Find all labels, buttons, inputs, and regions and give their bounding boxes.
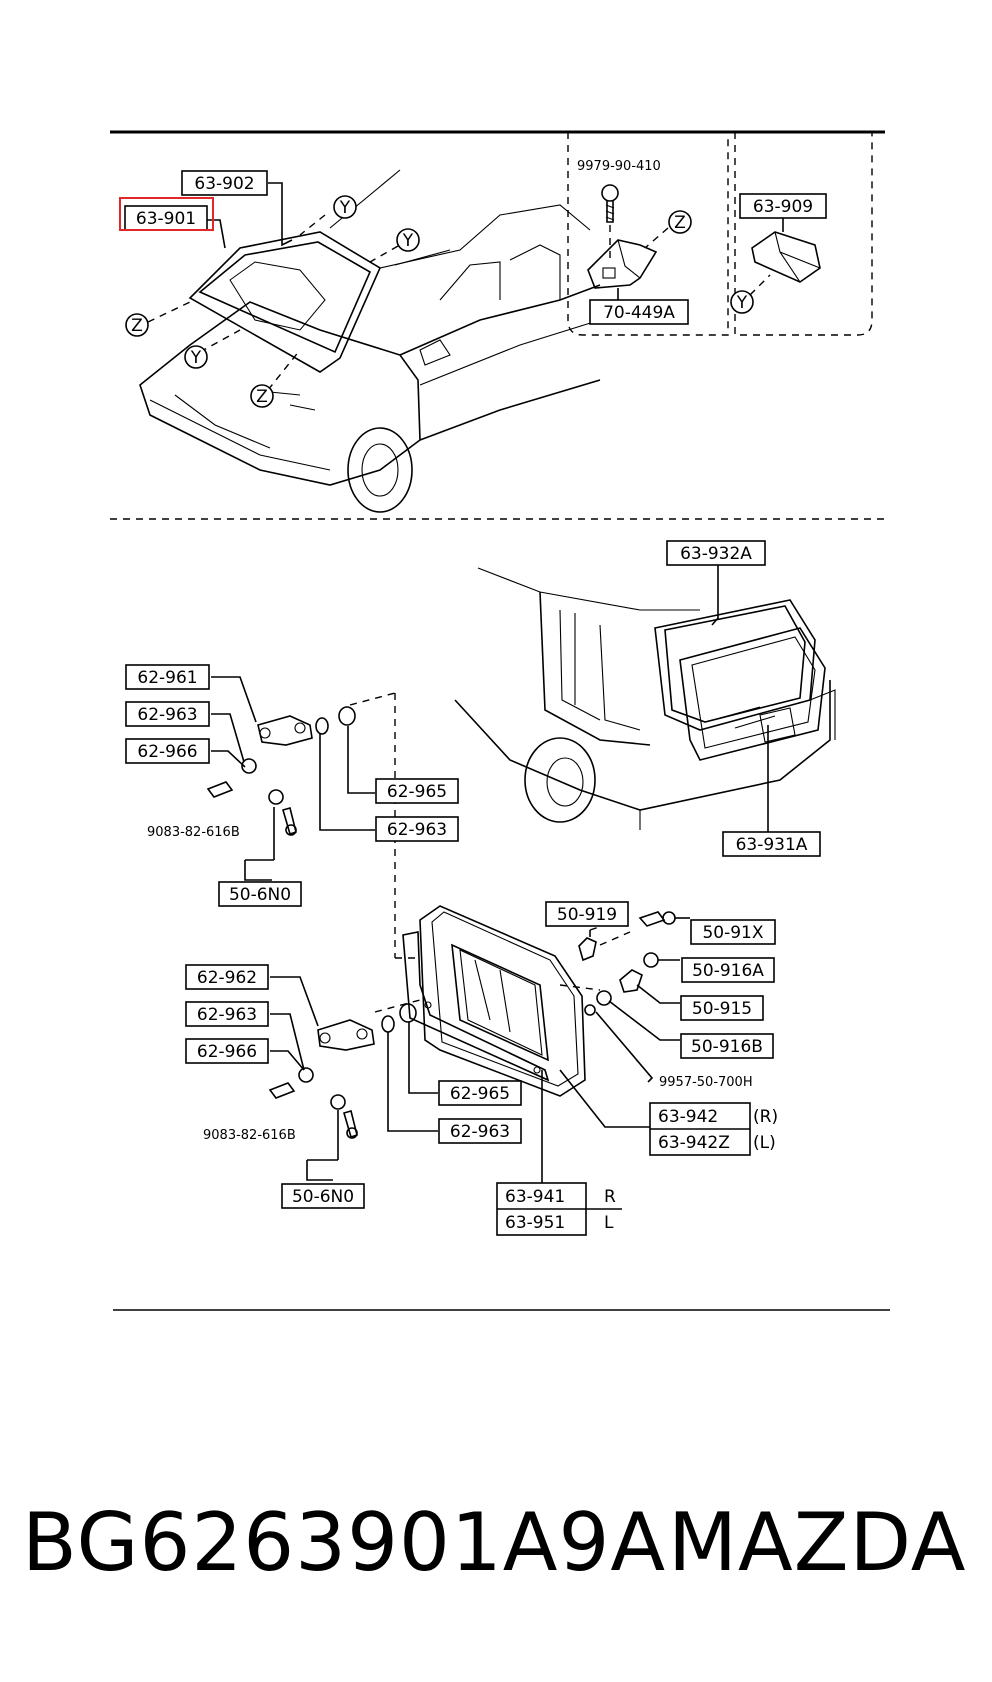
front-leaders <box>147 182 399 391</box>
svg-text:62-965: 62-965 <box>387 782 447 802</box>
label-62-963-d: 62-963 <box>438 1118 522 1144</box>
upper-hinge-leaders <box>211 676 375 881</box>
svg-text:63-931A: 63-931A <box>736 835 808 855</box>
label-62-963-b: 62-963 <box>375 816 459 842</box>
svg-text:(L): (L) <box>753 1133 776 1153</box>
label-9083-a: 9083-82-616B <box>147 825 240 840</box>
svg-text:62-963: 62-963 <box>197 1005 257 1025</box>
quarter-window-illustration <box>349 692 586 1097</box>
front-callout-z2: Z <box>250 384 274 408</box>
svg-text:50-919: 50-919 <box>557 905 617 925</box>
label-63-941-group: 63-941 63-951 R L <box>496 1182 622 1236</box>
label-50-916A: 50-916A <box>681 957 775 983</box>
callout-y-text: Y <box>339 198 351 218</box>
highlight-box <box>119 197 214 231</box>
upper-hinge-group <box>206 706 356 836</box>
label-50-6N0-b: 50-6N0 <box>281 1183 365 1209</box>
svg-text:70-449A: 70-449A <box>603 303 675 323</box>
label-50-6N0-a: 50-6N0 <box>218 881 302 907</box>
front-callout-z1: Z <box>125 313 149 337</box>
label-62-963-c: 62-963 <box>185 1001 269 1027</box>
svg-text:R: R <box>604 1187 616 1207</box>
callout-z-text: Z <box>131 316 143 336</box>
svg-text:50-916A: 50-916A <box>692 961 764 981</box>
svg-text:63-951: 63-951 <box>505 1213 565 1233</box>
callout-y-text: Y <box>190 348 202 368</box>
svg-text:62-961: 62-961 <box>137 668 197 688</box>
inset-frame-left <box>567 132 729 336</box>
label-50-915: 50-915 <box>680 995 764 1021</box>
label-62-962: 62-962 <box>185 964 269 990</box>
svg-text:Y: Y <box>736 293 748 313</box>
label-50-916B: 50-916B <box>680 1033 774 1059</box>
front-car-illustration <box>139 169 601 513</box>
svg-text:62-965: 62-965 <box>450 1084 510 1104</box>
caption: BG6263901A9A MAZDA <box>0 1488 992 1598</box>
label-63-902: 63-902 <box>181 170 268 196</box>
label-62-963-a: 62-963 <box>125 701 210 727</box>
label-50-91X: 50-91X <box>690 919 776 945</box>
svg-text:9979-90-410: 9979-90-410 <box>577 159 661 174</box>
rear-car-illustration <box>454 567 836 830</box>
lower-hinge-group <box>268 1003 417 1139</box>
label-63-942-group: 63-942 63-942Z (R) (L) <box>649 1102 778 1156</box>
svg-text:50-6N0: 50-6N0 <box>292 1187 354 1207</box>
svg-text:62-962: 62-962 <box>197 968 257 988</box>
callout-y-text: Y <box>402 231 414 251</box>
label-9957: 9957-50-700H <box>659 1075 753 1090</box>
label-63-932A: 63-932A <box>666 540 766 566</box>
svg-text:63-902: 63-902 <box>194 174 254 194</box>
svg-text:62-966: 62-966 <box>197 1042 257 1062</box>
svg-text:L: L <box>604 1213 614 1233</box>
svg-text:50-915: 50-915 <box>692 999 752 1019</box>
manufacturer: MAZDA <box>668 1496 967 1589</box>
svg-text:50-91X: 50-91X <box>702 923 763 943</box>
svg-text:62-966: 62-966 <box>137 742 197 762</box>
svg-text:Z: Z <box>674 213 686 233</box>
front-callout-y1: Y <box>333 195 357 219</box>
label-62-961: 62-961 <box>125 664 210 690</box>
svg-text:(R): (R) <box>753 1107 778 1127</box>
label-63-901-highlighted: 63-901 <box>119 197 214 231</box>
svg-text:62-963: 62-963 <box>387 820 447 840</box>
svg-text:62-963: 62-963 <box>137 705 197 725</box>
callout-z-text: Z <box>256 387 268 407</box>
label-62-965-b: 62-965 <box>438 1080 522 1106</box>
svg-text:63-942Z: 63-942Z <box>658 1133 730 1153</box>
inset-moulding: 63-909 Y <box>730 193 827 314</box>
label-63-931A: 63-931A <box>722 831 821 857</box>
svg-text:63-901: 63-901 <box>136 209 196 229</box>
svg-text:63-941: 63-941 <box>505 1187 565 1207</box>
part-number: BG6263901A9A <box>22 1496 667 1589</box>
svg-text:63-932A: 63-932A <box>680 544 752 564</box>
front-callout-y2: Y <box>396 228 420 252</box>
svg-text:63-909: 63-909 <box>753 197 813 217</box>
inset-clip: 9979-90-410 Z 70-449A <box>577 159 692 325</box>
svg-text:50-6N0: 50-6N0 <box>229 885 291 905</box>
inset-frame-right <box>734 132 873 336</box>
label-9083-b: 9083-82-616B <box>203 1128 296 1143</box>
rear-leaders <box>711 565 769 832</box>
lower-hinge-leaders <box>270 976 543 1183</box>
svg-text:63-942: 63-942 <box>658 1107 718 1127</box>
label-62-966-b: 62-966 <box>185 1038 269 1064</box>
right-fasteners <box>578 911 676 1016</box>
label-62-966-a: 62-966 <box>125 738 210 764</box>
front-callout-y3: Y <box>184 345 208 369</box>
svg-text:62-963: 62-963 <box>450 1122 510 1142</box>
svg-text:50-916B: 50-916B <box>691 1037 763 1057</box>
label-62-965-a: 62-965 <box>375 778 459 804</box>
label-50-919: 50-919 <box>545 901 629 927</box>
